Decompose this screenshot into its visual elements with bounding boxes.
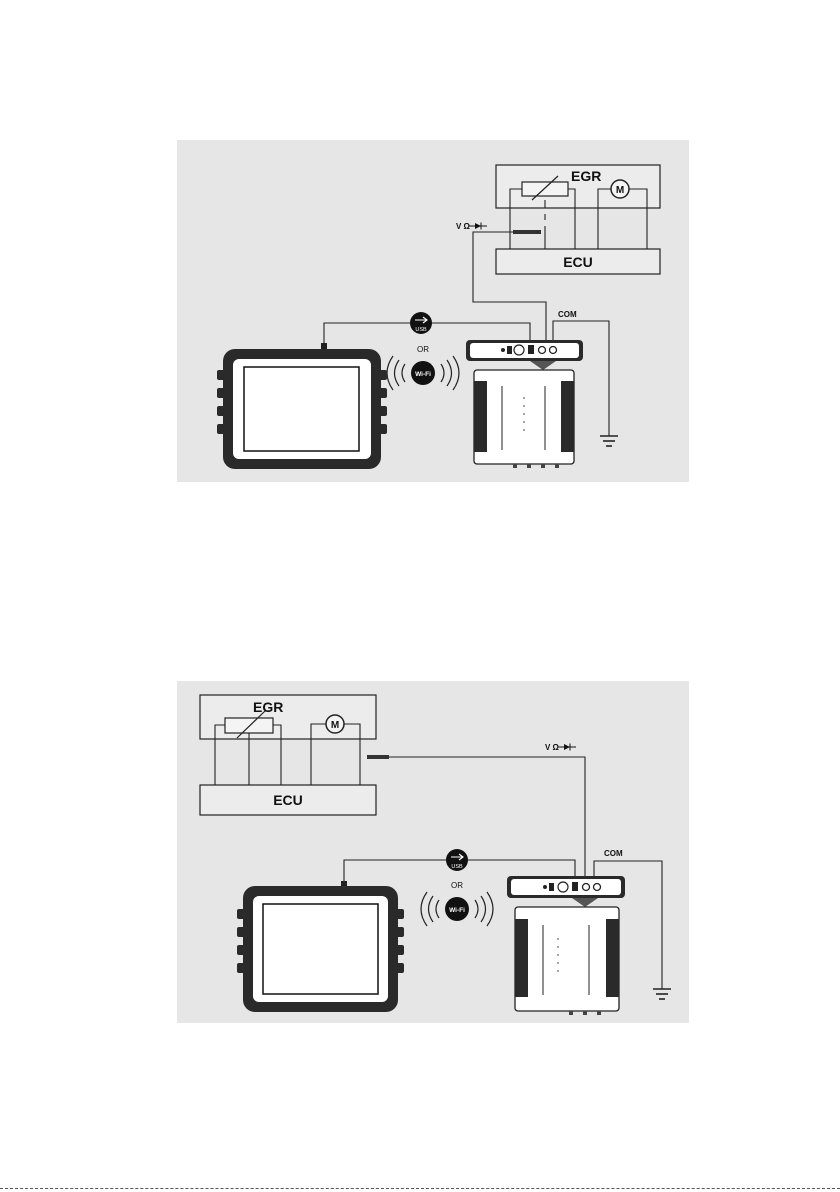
usb-label: USB bbox=[415, 327, 427, 333]
tablet-device bbox=[237, 886, 404, 1012]
or-label: OR bbox=[417, 345, 429, 354]
usb-port-icon bbox=[572, 882, 578, 891]
probe-tip bbox=[513, 230, 541, 234]
tablet-screen bbox=[263, 904, 378, 994]
ground-icon bbox=[600, 436, 618, 446]
diode-symbol-icon bbox=[469, 223, 487, 230]
tablet-screen bbox=[244, 367, 359, 451]
vci-module bbox=[507, 876, 625, 907]
diode-symbol-icon bbox=[558, 744, 576, 751]
connection-diagram-2: EGR M ECU V Ω COM USB OR Wi-Fi bbox=[177, 681, 689, 1023]
com-label: COM bbox=[604, 849, 623, 858]
diagram-canvas: EGR M ECU V Ω COM USB OR Wi-Fi bbox=[177, 140, 689, 482]
tablet-device bbox=[217, 349, 387, 469]
egr-sensor-resistor bbox=[225, 718, 273, 733]
motor-label: M bbox=[331, 720, 339, 731]
down-arrow-icon bbox=[572, 898, 598, 907]
usb-port-icon bbox=[528, 345, 534, 354]
vci-base bbox=[474, 370, 574, 468]
diagram-canvas: EGR M ECU V Ω COM USB OR Wi-Fi bbox=[177, 681, 689, 1023]
probe-label: V Ω bbox=[456, 222, 471, 231]
motor-label: M bbox=[616, 185, 624, 196]
probe-cable bbox=[389, 757, 585, 876]
page-footer-rule bbox=[0, 1188, 840, 1189]
vci-base bbox=[515, 907, 619, 1015]
wifi-label: Wi-Fi bbox=[449, 907, 465, 914]
ecu-label: ECU bbox=[563, 254, 593, 270]
or-label: OR bbox=[451, 881, 463, 890]
egr-label: EGR bbox=[571, 168, 601, 184]
vci-module bbox=[466, 340, 583, 370]
ground-icon bbox=[653, 989, 671, 999]
com-label: COM bbox=[558, 310, 577, 319]
connection-diagram-1: EGR M ECU V Ω COM USB OR Wi-Fi bbox=[177, 140, 689, 482]
probe-tip bbox=[367, 755, 389, 759]
down-arrow-icon bbox=[530, 361, 556, 370]
egr-label: EGR bbox=[253, 699, 283, 715]
probe-label: V Ω bbox=[545, 743, 560, 752]
wifi-label: Wi-Fi bbox=[415, 371, 431, 378]
usb-label: USB bbox=[451, 864, 463, 870]
egr-sensor-resistor bbox=[522, 182, 568, 196]
ecu-label: ECU bbox=[273, 792, 303, 808]
